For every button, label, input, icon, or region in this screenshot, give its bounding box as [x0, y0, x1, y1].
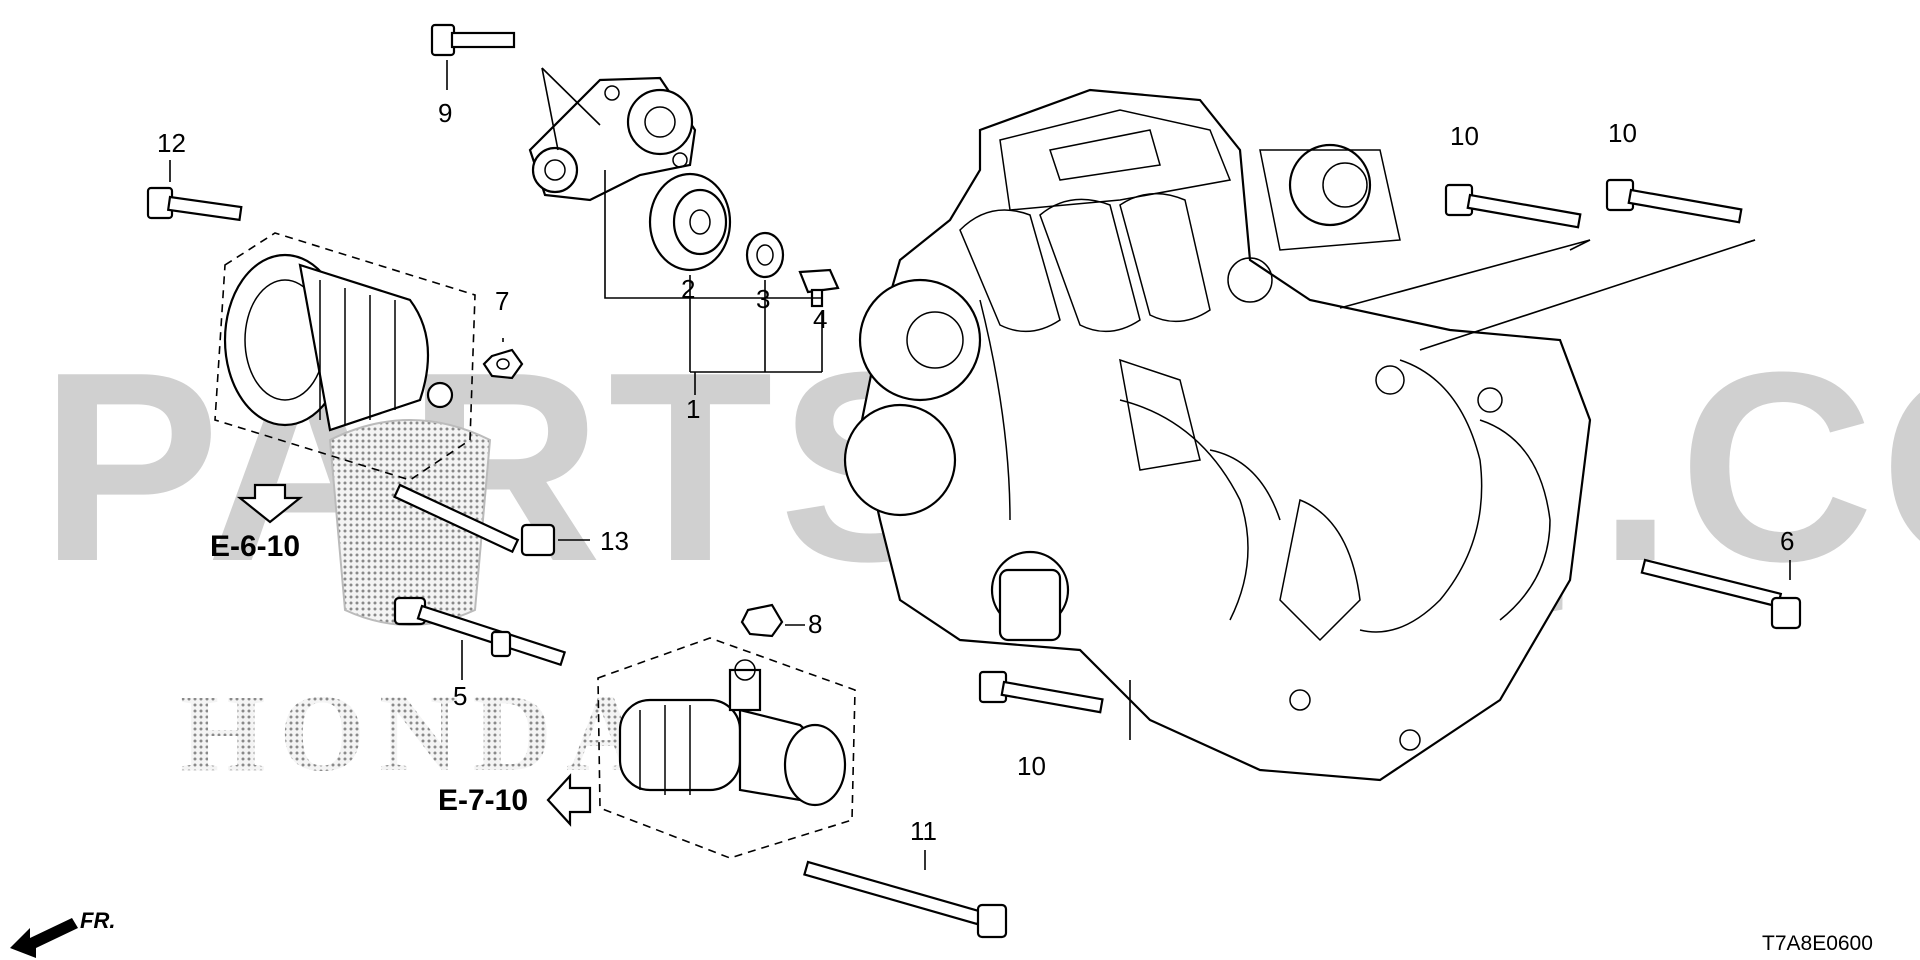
front-direction-indicator: FR. — [10, 908, 115, 958]
diagram-code: T7A8E0600 — [1762, 932, 1873, 955]
callout-4[interactable]: 4 — [813, 304, 827, 334]
callout-5[interactable]: 5 — [453, 681, 467, 711]
callout-10-lower[interactable]: 10 — [1017, 751, 1046, 781]
watermark-logo-text: HONDA — [180, 672, 659, 794]
auto-tensioner — [528, 76, 697, 202]
callout-11[interactable]: 11 — [910, 816, 937, 846]
bolt-10-upper-right — [1605, 178, 1743, 224]
alternator-reference-arrow — [236, 483, 304, 524]
callout-12[interactable]: 12 — [157, 128, 186, 158]
callout-13[interactable]: 13 — [600, 526, 629, 556]
bolt-9 — [430, 23, 516, 57]
pulley-bolt — [798, 268, 840, 308]
front-arrow-icon — [10, 918, 78, 958]
bolt-12 — [146, 186, 243, 222]
callout-6[interactable]: 6 — [1780, 526, 1794, 556]
nut-7 — [482, 348, 524, 380]
leader-lines — [169, 60, 1791, 870]
starter-reference[interactable]: E-7-10 — [438, 784, 528, 817]
callout-7[interactable]: 7 — [495, 286, 509, 316]
callout-8[interactable]: 8 — [808, 609, 822, 639]
starter-reference-arrow — [546, 773, 592, 827]
engine-assembly — [843, 88, 1592, 782]
callout-10-upper-left[interactable]: 10 — [1450, 121, 1479, 151]
bolt-11 — [803, 860, 1008, 939]
bolt-10-upper-left — [1444, 183, 1582, 229]
bolt-10-lower — [978, 670, 1104, 714]
idler-pulley — [648, 172, 732, 272]
honda-logo-watermark: HONDA — [180, 419, 659, 794]
callout-2[interactable]: 2 — [681, 274, 695, 304]
pulley-cover — [745, 231, 785, 279]
bolt-6 — [1640, 558, 1802, 630]
callout-10-upper-right[interactable]: 10 — [1608, 118, 1637, 148]
bolt-5 — [393, 596, 567, 667]
starter — [597, 637, 856, 859]
nut-8 — [740, 603, 784, 638]
callout-3[interactable]: 3 — [756, 284, 770, 314]
callout-9[interactable]: 9 — [438, 98, 452, 128]
front-label: FR. — [80, 908, 115, 933]
callout-1[interactable]: 1 — [686, 394, 700, 424]
alternator-reference[interactable]: E-6-10 — [210, 530, 300, 563]
bolt-13 — [393, 483, 556, 557]
alternator — [214, 232, 476, 481]
